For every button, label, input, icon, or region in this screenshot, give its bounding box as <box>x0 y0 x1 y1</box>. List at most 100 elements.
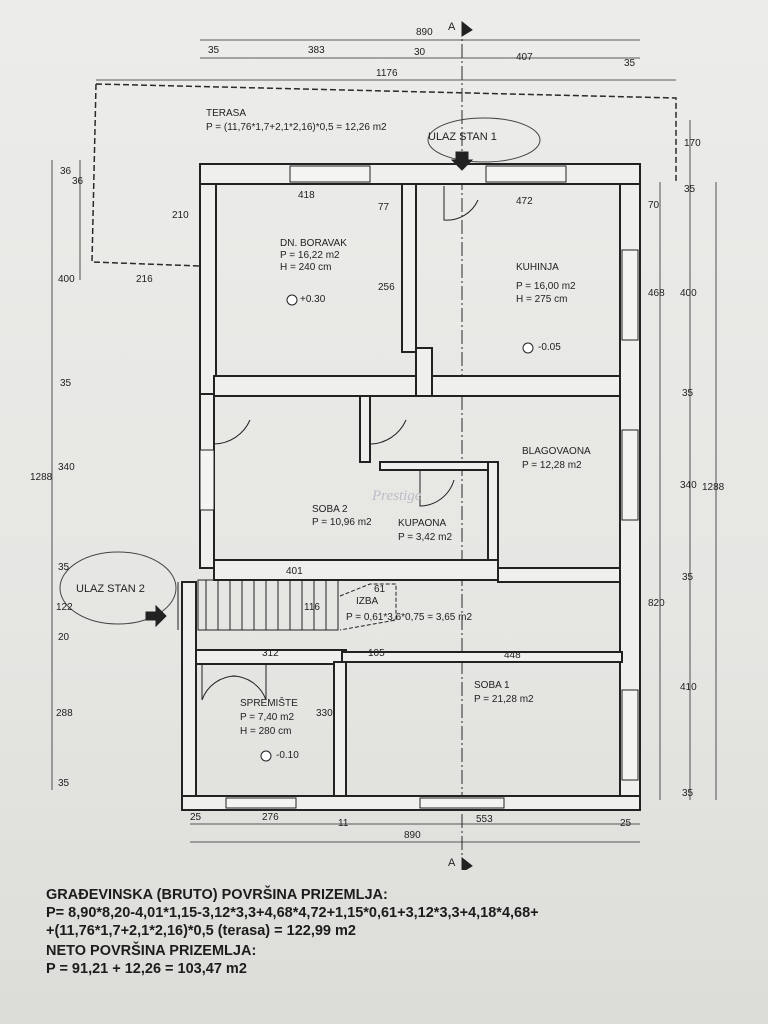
blagovaona-name: BLAGOVAONA <box>522 446 591 457</box>
section-label-bottom: A <box>448 857 456 869</box>
dim-top-e: 35 <box>624 58 636 69</box>
dim-left-20: 20 <box>58 632 70 643</box>
dim-inner-418: 418 <box>298 190 315 201</box>
dim-right-70: 70 <box>648 200 660 211</box>
dim-right-35b: 35 <box>682 388 694 399</box>
gross-area-heading: GRAĐEVINSKA (BRUTO) POVRŠINA PRIZEMLJA: <box>46 887 388 903</box>
spremiste-area: P = 7,40 m2 <box>240 712 294 723</box>
dim-left-216: 216 <box>136 274 153 285</box>
door-spremiste-2 <box>231 664 267 701</box>
dim-inner-116: 116 <box>304 602 320 613</box>
window-boravak <box>289 165 371 183</box>
terasa-formula: P = (11,76*1,7+2,1*2,16)*0,5 = 12,26 m2 <box>206 122 387 133</box>
floor-plan-drawing: Prestige A A 890 35 383 30 407 35 1176 1… <box>30 20 725 870</box>
kupaona-name: KUPAONA <box>398 518 446 529</box>
staircase <box>197 579 397 631</box>
boravak-name: DN. BORAVAK <box>280 238 347 249</box>
wall-kupaona-top <box>379 461 491 471</box>
terasa-name: TERASA <box>206 108 246 119</box>
blagovaona-area: P = 12,28 m2 <box>522 460 582 471</box>
window-soba2-west <box>199 449 215 511</box>
window-spremiste-south <box>225 797 297 809</box>
window-kuhinja-east <box>621 249 639 341</box>
net-area-result: P = 91,21 + 12,26 = 103,47 m2 <box>46 961 247 977</box>
window-soba1-east <box>621 689 639 781</box>
kuhinja-area: P = 16,00 m2 <box>516 281 576 292</box>
dim-bottom-276: 276 <box>262 812 279 823</box>
west-wall-lower <box>181 581 197 799</box>
dim-right-35c: 35 <box>682 572 694 583</box>
wall-above-stairs <box>213 559 499 581</box>
wall-spremiste-soba1 <box>333 661 347 797</box>
door-kupaona <box>419 470 455 507</box>
dim-right-170: 170 <box>684 138 701 149</box>
door-hall <box>369 404 407 445</box>
wall-above-soba1 <box>497 567 621 583</box>
north-wall <box>199 163 641 185</box>
dim-top-b: 383 <box>308 45 325 56</box>
soba1-name: SOBA 1 <box>474 680 510 691</box>
dim-right-468: 468 <box>648 288 665 299</box>
dim-bottom-25b: 25 <box>620 818 632 829</box>
dim-right-340: 340 <box>680 480 697 491</box>
window-blagovaona-east <box>621 429 639 521</box>
dim-right-400: 400 <box>680 288 697 299</box>
soba2-name: SOBA 2 <box>312 504 348 515</box>
soba1-area: P = 21,28 m2 <box>474 694 534 705</box>
partition-pillar <box>415 347 433 397</box>
entrance-1-arrow <box>450 151 474 171</box>
window-kuhinja <box>485 165 567 183</box>
kuhinja-name: KUHINJA <box>516 262 559 273</box>
dim-left-400: 400 <box>58 274 75 285</box>
boravak-area: P = 16,22 m2 <box>280 250 340 261</box>
ulaz-stan-1-label: ULAZ STAN 1 <box>428 131 497 143</box>
dim-right-410: 410 <box>680 682 697 693</box>
kuhinja-height: H = 275 cm <box>516 294 567 305</box>
gross-area-result: +(11,76*1,7+2,1*2,16)*0,5 (terasa) = 122… <box>46 923 356 939</box>
dim-bottom-total: 890 <box>404 830 421 841</box>
section-marker-bottom-arrow <box>461 856 473 870</box>
boravak-height: H = 240 cm <box>280 262 331 273</box>
kuhinja-level: -0.05 <box>538 342 561 353</box>
level-marker-boravak <box>286 294 298 306</box>
dim-inner-448: 448 <box>504 650 521 661</box>
door-spremiste-1 <box>201 664 237 701</box>
entrance-2-arrow <box>145 604 167 628</box>
dim-left-122: 122 <box>56 602 73 613</box>
dim-bottom-11: 11 <box>338 818 349 829</box>
door-soba2 <box>213 404 251 445</box>
net-area-heading: NETO POVRŠINA PRIZEMLJA: <box>46 943 257 959</box>
wall-soba1-top <box>341 651 623 663</box>
dim-inner-105: 105 <box>368 648 385 659</box>
area-summary: GRAĐEVINSKA (BRUTO) POVRŠINA PRIZEMLJA: … <box>46 886 746 978</box>
spremiste-height: H = 280 cm <box>240 726 291 737</box>
partition-living-kitchen <box>401 183 417 353</box>
dim-right-35d: 35 <box>682 788 694 799</box>
ulaz-stan-2-cloud <box>59 551 177 625</box>
dim-left-35a: 35 <box>60 378 72 389</box>
dim-top-a: 35 <box>208 45 220 56</box>
dim-inner-61: 61 <box>374 584 386 595</box>
wall-kupaona-east <box>487 461 499 561</box>
soba2-area: P = 10,96 m2 <box>312 517 372 528</box>
dim-left-35c: 35 <box>58 778 70 789</box>
wall-soba2-east <box>359 395 371 463</box>
spremiste-name: SPREMIŠTE <box>240 696 298 709</box>
dim-top-c: 30 <box>414 47 426 58</box>
izba-area: P = 0,61*3,6*0,75 = 3,65 m2 <box>346 612 472 623</box>
dim-left-340: 340 <box>58 462 75 473</box>
west-wall-upper <box>199 183 217 395</box>
gross-area-formula: P= 8,90*8,20-4,01*1,15-3,12*3,3+4,68*4,7… <box>46 905 539 921</box>
dim-inner-401: 401 <box>286 566 303 577</box>
dim-inner-77: 77 <box>378 202 390 213</box>
door-entrance-1 <box>443 186 479 221</box>
dim-inner-312: 312 <box>262 648 279 659</box>
boravak-level: +0.30 <box>300 294 326 305</box>
dim-left-35b: 35 <box>58 562 70 573</box>
izba-name: IZBA <box>356 596 379 607</box>
dim-inner-472: 472 <box>516 196 533 207</box>
dim-left-288: 288 <box>56 708 73 719</box>
kupaona-area: P = 3,42 m2 <box>398 532 452 543</box>
dim-top-total: 890 <box>416 27 433 38</box>
